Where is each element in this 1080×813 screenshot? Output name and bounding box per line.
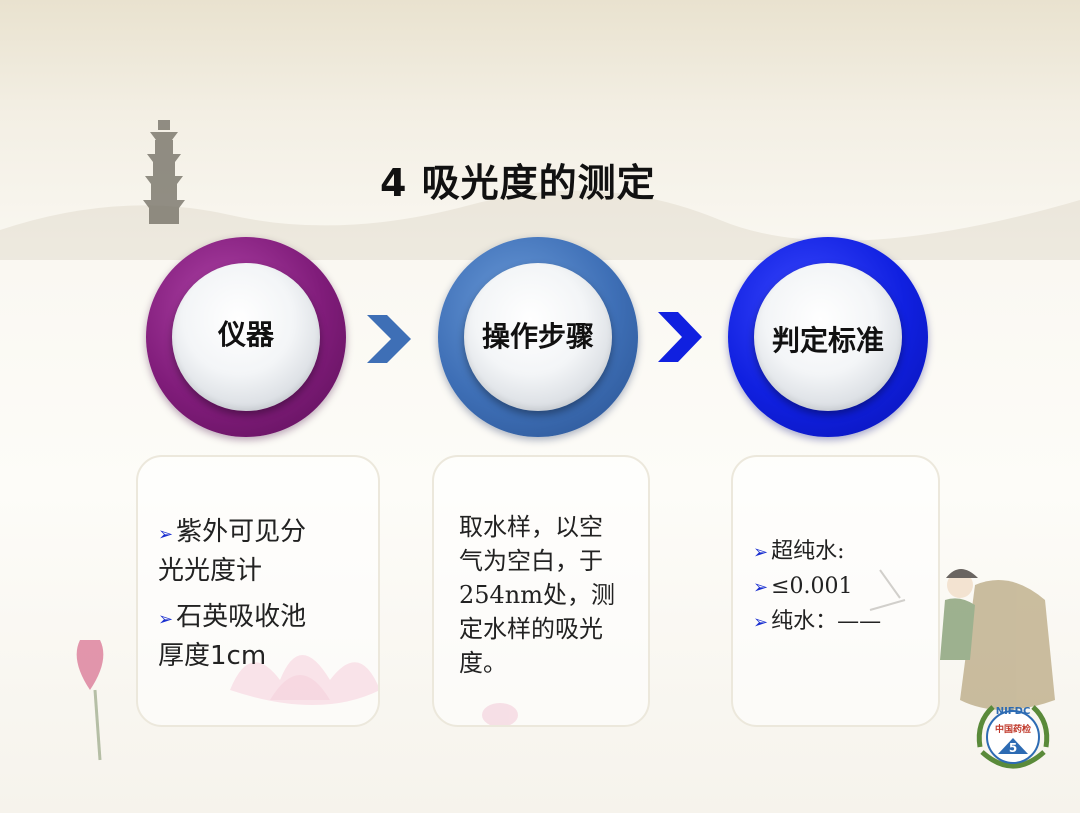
criteria-circle-face — [754, 263, 902, 411]
criteria-circle: 判定标准 — [728, 237, 928, 437]
list-item: ➢紫外可见分光光度计 — [158, 517, 307, 586]
list-item: ➢石英吸收池厚度1cm — [158, 602, 307, 671]
procedure-label: 操作步骤 — [481, 320, 594, 353]
criteria-text: ➢超纯水: ➢≤0.001 ➢纯水：—— — [753, 535, 933, 640]
logo-text-en: NIFDC — [996, 706, 1031, 717]
arrow-bullet-icon: ➢ — [753, 577, 769, 598]
procedure-circle-face — [464, 263, 612, 411]
arrow-bullet-icon: ➢ — [158, 524, 174, 545]
procedure-circle: 操作步骤 — [438, 237, 638, 437]
instrument-box — [136, 455, 380, 727]
procedure-box — [432, 455, 650, 727]
arrow-bullet-icon: ➢ — [158, 609, 174, 630]
list-item: ➢超纯水: — [753, 539, 845, 564]
procedure-text: 取水样，以空 气为空白，于 254nm处，测 定水样的吸光 度。 — [459, 513, 616, 677]
nifdc-logo: NIFDC 中国药检 5 — [976, 705, 1050, 769]
list-item: ➢纯水：—— — [753, 609, 882, 634]
pagoda-illustration — [143, 120, 185, 224]
slide-title: 4 吸光度的测定 — [380, 161, 656, 205]
chevron-right-icon — [367, 315, 411, 363]
criteria-label: 判定标准 — [771, 324, 884, 357]
criteria-box — [731, 455, 940, 727]
arrow-bullet-icon: ➢ — [753, 542, 769, 563]
svg-text:5: 5 — [1009, 741, 1017, 755]
chevron-right-icon — [658, 312, 702, 362]
instrument-text: ➢紫外可见分光光度计 ➢石英吸收池厚度1cm — [158, 514, 368, 684]
instrument-label: 仪器 — [217, 318, 274, 351]
instrument-circle-face — [172, 263, 320, 411]
arrow-bullet-icon: ➢ — [753, 612, 769, 633]
logo-text-cn: 中国药检 — [995, 723, 1031, 735]
list-item: ➢≤0.001 — [753, 574, 853, 599]
lady-illustration — [869, 569, 1055, 710]
instrument-circle: 仪器 — [146, 237, 346, 437]
